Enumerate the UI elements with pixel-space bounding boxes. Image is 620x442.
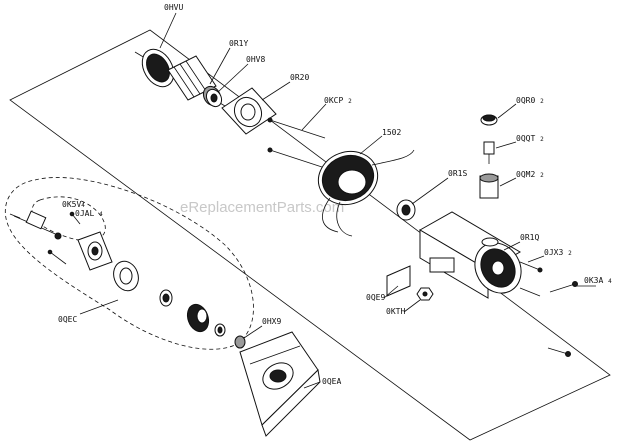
leader-lines [79, 12, 596, 389]
assembly-outline [9, 29, 611, 441]
label-screw-long: 0KCP 2 [324, 96, 352, 105]
pin-callout-outline [31, 196, 106, 242]
label-screw-housing: 0JX3 2 [544, 248, 572, 257]
ring-part[interactable] [234, 335, 246, 349]
end-screws-part[interactable] [547, 281, 578, 357]
label-field: 1502 [382, 128, 401, 137]
gear-plate-part[interactable] [77, 231, 113, 271]
nameplate-part[interactable] [386, 265, 411, 297]
label-nut: 0KTH [386, 307, 405, 316]
label-gear-assembly: 0QEC [58, 315, 77, 324]
label-gear-case: 0QEA [322, 377, 341, 386]
housing-screws-part[interactable] [519, 261, 543, 297]
gear-case-part[interactable] [239, 331, 321, 437]
label-screw-end: 0K3A 4 [584, 276, 612, 285]
label-washer-top: 0HV8 [246, 55, 265, 64]
label-brush: 0QQT 2 [516, 134, 544, 143]
label-armature: 0HVU [164, 3, 183, 12]
label-housing: 0R1Q [520, 233, 539, 242]
label-bearing-top: 0R1Y [229, 39, 248, 48]
spindle-part[interactable] [9, 210, 62, 240]
nut-part[interactable] [416, 287, 434, 301]
spacer-part[interactable] [159, 289, 173, 307]
label-bearing-plate: 0R20 [290, 73, 309, 82]
pin-part[interactable] [47, 249, 67, 265]
label-nameplate: 0QE9 [366, 293, 385, 302]
part-labels: 0HVU 0R1Y 0HV8 0R20 0KCP 2 1502 0R1S 0QR… [58, 3, 612, 386]
watermark-text: eReplacementParts.com [180, 199, 344, 216]
bearing-top-part[interactable] [203, 87, 224, 110]
label-bearing-mid: 0R1S [448, 169, 467, 178]
armature-part[interactable] [134, 44, 241, 116]
gear-assembly-outline [4, 177, 254, 350]
long-screws-part[interactable] [267, 117, 326, 169]
brush-holder-part[interactable] [479, 173, 499, 199]
label-screw-small: 0JAL 4 [75, 209, 103, 218]
bearing-mid-part[interactable] [396, 199, 416, 221]
small-screw-part[interactable] [69, 211, 81, 225]
washer-part[interactable] [214, 323, 226, 337]
brush-part[interactable] [483, 141, 495, 164]
field-part[interactable] [311, 143, 415, 237]
label-pin: 0K5V4 [62, 200, 85, 209]
motor-housing-part[interactable] [418, 211, 530, 302]
bearing-plate-part[interactable] [221, 87, 277, 135]
gear-part[interactable] [184, 301, 212, 334]
label-ring: 0HX9 [262, 317, 281, 326]
label-brush-holder: 0QM2 2 [516, 170, 544, 179]
brush-cap-part[interactable] [480, 114, 498, 126]
bearing-ring-part[interactable] [110, 258, 143, 294]
label-cap: 0QR0 2 [516, 96, 544, 105]
